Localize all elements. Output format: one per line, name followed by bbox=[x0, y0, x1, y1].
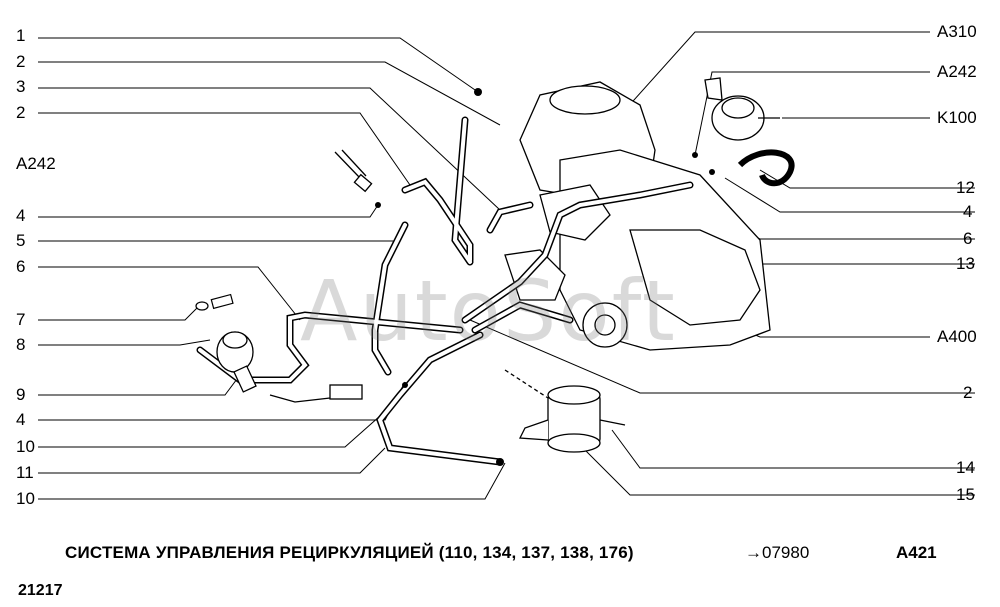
thermo-valve-k100 bbox=[704, 77, 795, 187]
label-right-9: 2 bbox=[963, 383, 973, 402]
label-left-2: 2 bbox=[16, 52, 26, 71]
fittings bbox=[375, 88, 715, 466]
label-left-3: 3 bbox=[16, 77, 26, 96]
label-left-9: 7 bbox=[16, 310, 26, 329]
watermark: AutoSoft bbox=[300, 262, 677, 360]
label-left-5: A242 bbox=[16, 154, 56, 173]
label-left-4: 2 bbox=[16, 103, 26, 122]
label-left-14: 11 bbox=[16, 463, 34, 482]
recirculation-valve bbox=[216, 331, 363, 403]
label-left-15: 10 bbox=[16, 489, 35, 508]
label-left-12: 4 bbox=[16, 410, 26, 429]
bolt-and-washer bbox=[195, 293, 234, 311]
label-left-8: 6 bbox=[16, 257, 26, 276]
label-left-1: 1 bbox=[16, 26, 26, 45]
label-left-13: 10 bbox=[16, 437, 35, 456]
label-right-4: 12 bbox=[956, 178, 975, 197]
diagram-caption: СИСТЕМА УПРАВЛЕНИЯ РЕЦИРКУЛЯЦИЕЙ (110, 1… bbox=[65, 543, 634, 562]
label-right-8: A400 bbox=[937, 327, 977, 346]
label-right-10: 14 bbox=[956, 458, 975, 477]
model-number: 21217 bbox=[18, 582, 63, 599]
pipe-a242-left bbox=[334, 149, 373, 193]
label-right-2: A242 bbox=[937, 62, 977, 81]
label-right-11: 15 bbox=[956, 485, 975, 504]
label-left-6: 4 bbox=[16, 206, 26, 225]
filter-15 bbox=[504, 369, 626, 453]
label-right-3: K100 bbox=[937, 108, 977, 127]
label-right-5: 4 bbox=[963, 202, 973, 221]
label-right-7: 13 bbox=[956, 254, 975, 273]
label-left-11: 9 bbox=[16, 385, 26, 404]
label-right-1: A310 bbox=[937, 22, 977, 41]
reference-number: →07980 bbox=[745, 543, 810, 562]
label-right-6: 6 bbox=[963, 229, 973, 248]
label-left-7: 5 bbox=[16, 231, 26, 250]
section-code: A421 bbox=[896, 543, 937, 562]
label-left-10: 8 bbox=[16, 335, 26, 354]
